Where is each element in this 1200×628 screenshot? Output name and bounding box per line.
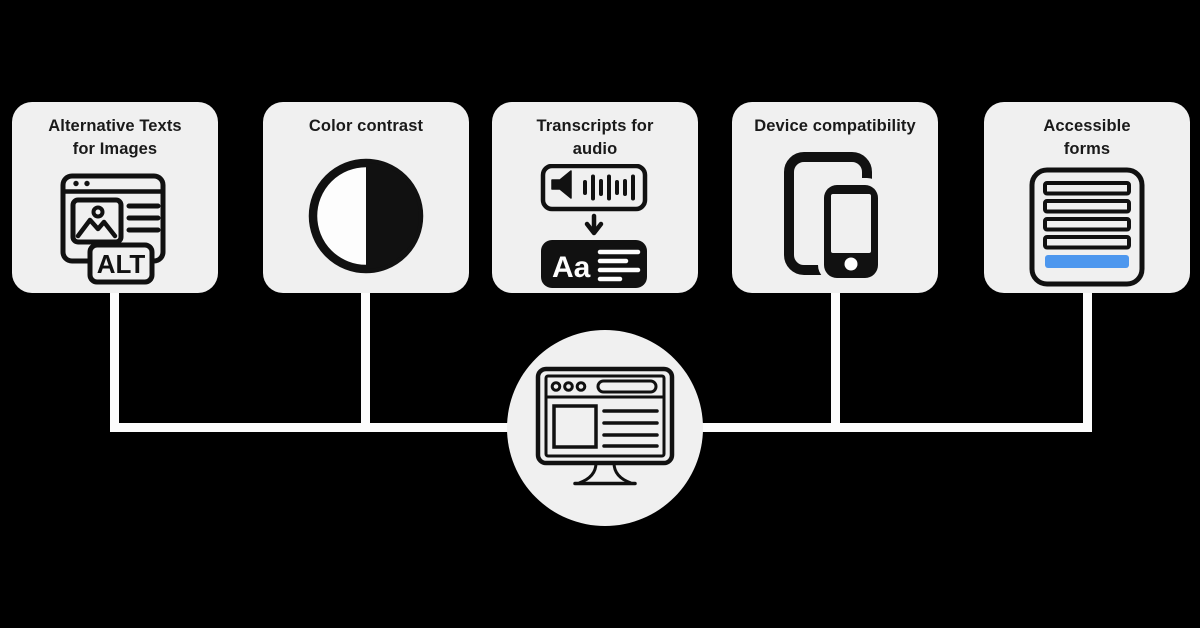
form-submit-bar bbox=[1045, 255, 1129, 268]
card-alternative-texts: Alternative Texts for Images ALT bbox=[12, 102, 218, 293]
aa-text-label: Aa bbox=[552, 251, 591, 284]
card-color-contrast: Color contrast bbox=[263, 102, 469, 293]
card-transcripts: Transcripts for audio Aa bbox=[492, 102, 698, 293]
desktop-browser-icon bbox=[535, 366, 675, 490]
connector-vertical-forms bbox=[1083, 290, 1092, 432]
card-title: Alternative Texts for Images bbox=[48, 117, 182, 158]
tablet-phone-icon bbox=[732, 138, 938, 293]
form-fields-icon bbox=[984, 161, 1190, 293]
card-accessible-forms: Accessible forms bbox=[984, 102, 1190, 293]
card-title: Color contrast bbox=[308, 117, 424, 135]
alt-badge-label: ALT bbox=[97, 249, 146, 279]
connector-vertical-device bbox=[831, 290, 840, 432]
card-title: Transcripts for audio bbox=[536, 117, 654, 158]
website-hub bbox=[507, 330, 703, 526]
connector-vertical-alt-text bbox=[110, 290, 119, 432]
card-title: Accessible forms bbox=[1043, 117, 1131, 158]
audio-to-transcript-icon: Aa bbox=[492, 161, 698, 293]
card-device-compatibility: Device compatibility bbox=[732, 102, 938, 293]
browser-alt-text-icon: ALT bbox=[12, 161, 218, 293]
contrast-circle-icon bbox=[263, 138, 469, 293]
card-title: Device compatibility bbox=[754, 117, 916, 135]
connector-vertical-color-contrast bbox=[361, 290, 370, 432]
